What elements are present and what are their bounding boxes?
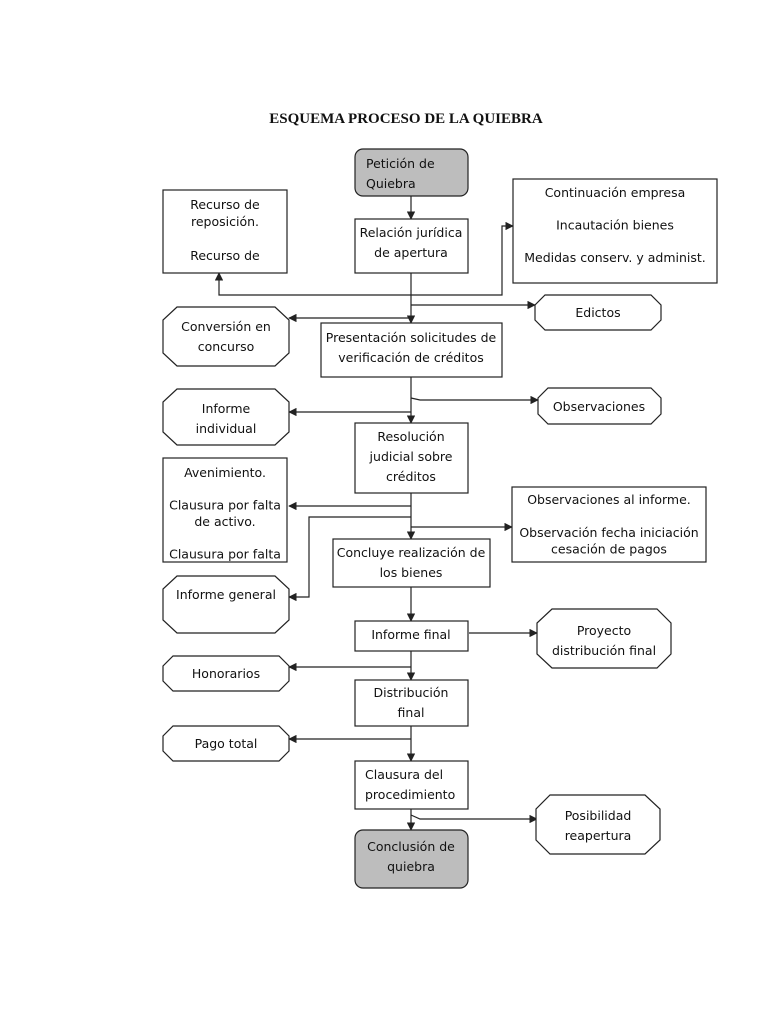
label-proyecto-line: distribución final <box>552 643 656 658</box>
label-continuacion-line: Incautación bienes <box>556 218 674 233</box>
label-peticion-line: Petición de <box>366 156 435 171</box>
label-observaciones-line: Observaciones <box>553 399 645 414</box>
label-edictos: Edictos <box>575 305 620 320</box>
node-observaciones <box>537 387 662 425</box>
arrow-to-informe-general <box>288 516 411 602</box>
label-distribucion-line: final <box>398 705 425 720</box>
label-recurso-line: Recurso de <box>190 248 260 263</box>
label-informe-ind-line: individual <box>196 421 257 436</box>
arrow-to-recurso <box>214 272 411 296</box>
label-pago: Pago total <box>195 736 258 751</box>
label-peticion: Petición de Quiebra <box>366 156 435 191</box>
label-presentacion: Presentación solicitudes de verificación … <box>326 330 497 365</box>
label-obs-informe: Observaciones al informe. Observación fec… <box>519 492 698 557</box>
label-observaciones: Observaciones <box>553 399 645 414</box>
label-relacion-line: de apertura <box>374 245 448 260</box>
arrow-to-posibilidad <box>410 814 538 824</box>
label-relacion: Relación jurídica de apertura <box>360 225 463 260</box>
label-recurso-line: Recurso de <box>190 197 260 212</box>
node-edictos <box>534 294 662 331</box>
label-informe-ind-line: Informe <box>202 401 251 416</box>
label-clausura-line: procedimiento <box>365 787 455 802</box>
label-proyecto: Proyecto distribución final <box>552 623 656 658</box>
label-distribucion-line: Distribución <box>374 685 449 700</box>
node-proyecto <box>536 608 672 669</box>
label-posibilidad-line: Posibilidad <box>565 808 632 823</box>
label-conclusion-line: Conclusión de <box>367 839 455 854</box>
label-recurso: Recurso de reposición. Recurso de <box>190 197 260 263</box>
label-resolucion-line: créditos <box>386 469 436 484</box>
label-resolucion-line: Resolución <box>377 429 444 444</box>
label-avenimiento-line: Clausura por falta <box>169 498 281 513</box>
label-concluye-line: Concluye realización de <box>337 545 486 560</box>
node-informe-general <box>162 575 290 634</box>
label-conclusion: Conclusión de quiebra <box>367 839 455 874</box>
connectors <box>214 196 539 831</box>
label-continuacion-line: Medidas conserv. y administ. <box>524 250 706 265</box>
label-conclusion-line: quiebra <box>387 859 435 874</box>
label-distribucion: Distribución final <box>374 685 449 720</box>
node-conversion <box>162 306 290 367</box>
diagram-title: ESQUEMA PROCESO DE LA QUIEBRA <box>269 111 543 127</box>
label-recurso-line: reposición. <box>191 214 259 229</box>
label-avenimiento-line: Avenimiento. <box>184 465 266 480</box>
arrow-to-continuacion <box>411 221 514 296</box>
node-peticion <box>354 148 469 197</box>
label-clausura: Clausura del procedimiento <box>365 767 455 802</box>
label-resolucion: Resolución judicial sobre créditos <box>369 429 453 484</box>
label-obs-informe-line: Observaciones al informe. <box>527 492 691 507</box>
label-clausura-line: Clausura del <box>365 767 443 782</box>
label-obs-informe-line: Observación fecha iniciación <box>519 525 698 540</box>
label-obs-informe-line: cesación de pagos <box>551 542 667 557</box>
label-edictos-line: Edictos <box>575 305 620 320</box>
label-conversion-line: Conversión en <box>181 319 271 334</box>
label-posibilidad-line: reapertura <box>565 828 632 843</box>
label-informe-final-line: Informe final <box>371 627 450 642</box>
node-clausura <box>354 760 469 810</box>
label-honorarios-line: Honorarios <box>192 666 260 681</box>
node-honorarios <box>162 655 290 692</box>
node-resolucion <box>354 422 469 494</box>
node-posibilidad <box>535 794 661 855</box>
node-informe-individual <box>162 388 290 446</box>
label-presentacion-line: Presentación solicitudes de <box>326 330 497 345</box>
label-concluye-line: los bienes <box>380 565 443 580</box>
label-informe-ind: Informe individual <box>196 401 257 436</box>
node-relacion <box>354 218 469 274</box>
label-concluye: Concluye realización de los bienes <box>337 545 486 580</box>
label-peticion-line: Quiebra <box>366 176 416 191</box>
node-conclusion <box>354 829 469 889</box>
label-conversion: Conversión en concurso <box>181 319 271 354</box>
node-pago-total <box>162 725 290 762</box>
node-distribucion <box>354 679 469 727</box>
label-presentacion-line: verificación de créditos <box>338 350 484 365</box>
node-informe-final <box>354 620 469 652</box>
label-proyecto-line: Proyecto <box>577 623 631 638</box>
label-posibilidad: Posibilidad reapertura <box>565 808 632 843</box>
label-honorarios: Honorarios <box>192 666 260 681</box>
label-resolucion-line: judicial sobre <box>369 449 453 464</box>
label-informe-gen-line: Informe general <box>176 587 276 602</box>
label-continuacion-line: Continuación empresa <box>545 185 686 200</box>
label-conversion-line: concurso <box>198 339 255 354</box>
label-pago-line: Pago total <box>195 736 258 751</box>
nodes <box>162 148 718 889</box>
arrow-to-observaciones <box>410 395 539 405</box>
node-continuacion <box>512 178 718 284</box>
node-concluye <box>332 538 491 588</box>
label-relacion-line: Relación jurídica <box>360 225 463 240</box>
node-recurso <box>162 189 288 274</box>
node-presentacion <box>320 322 503 378</box>
label-informe-gen: Informe general <box>176 587 276 602</box>
node-avenimiento <box>162 457 288 563</box>
label-avenimiento-line: Clausura por falta <box>169 547 281 562</box>
node-obs-informe <box>511 486 707 563</box>
label-informe-final: Informe final <box>371 627 450 642</box>
label-avenimiento-line: de activo. <box>194 514 255 529</box>
